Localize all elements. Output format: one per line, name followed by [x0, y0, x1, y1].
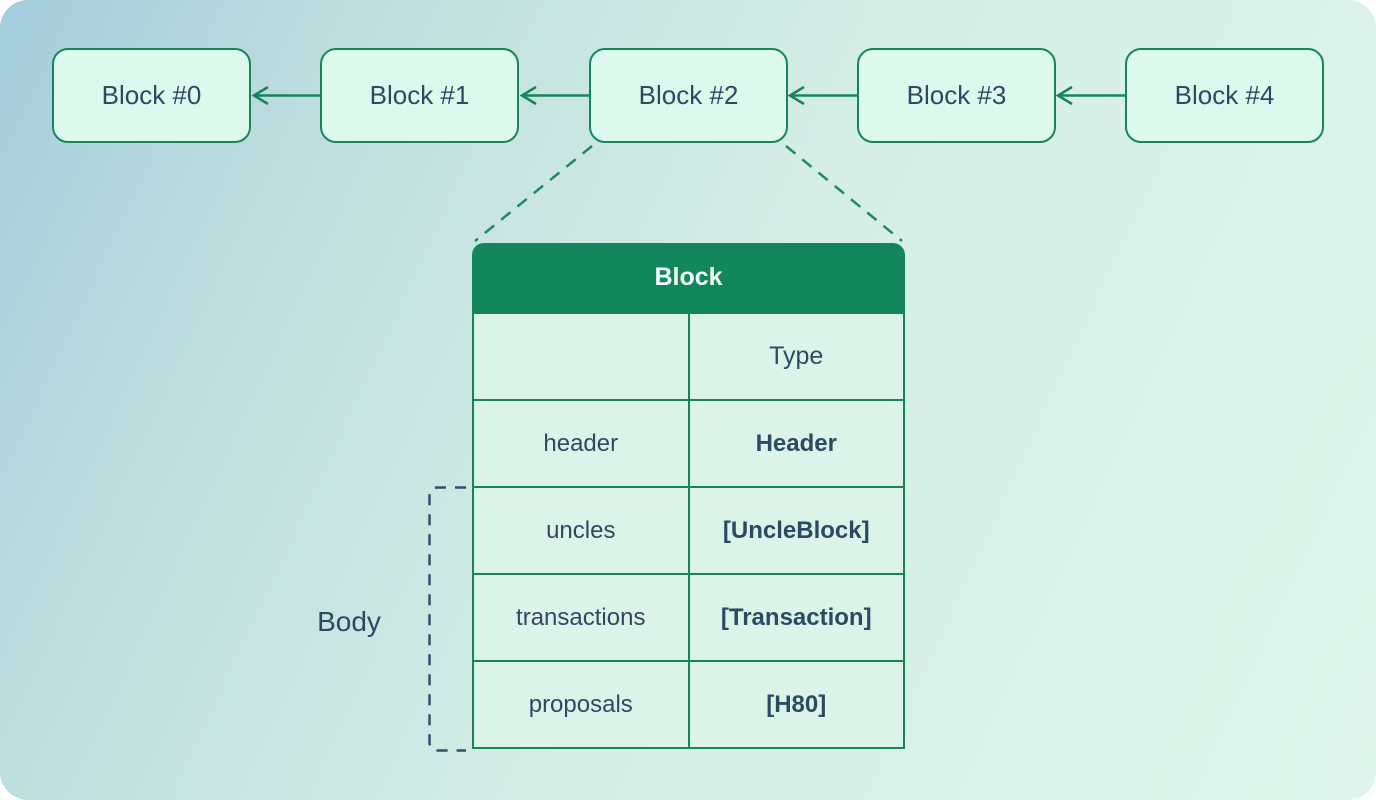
table-cell-field-0: header — [474, 401, 688, 486]
table-cell-field-1: uncles — [474, 488, 688, 573]
table-cell-field-header-empty — [474, 314, 688, 399]
block-node-0-label: Block #0 — [101, 80, 202, 110]
block-node-1: Block #1 — [320, 48, 519, 143]
table-cell-type-0: Header — [689, 401, 903, 486]
table-cell-field-2: transactions — [474, 575, 688, 660]
expand-dash-left — [474, 145, 593, 242]
table-cell-type-2: [Transaction] — [689, 575, 903, 660]
block-node-1-label: Block #1 — [369, 80, 470, 110]
block-node-4: Block #4 — [1125, 48, 1324, 143]
body-bracket — [428, 486, 466, 752]
block-node-2: Block #2 — [589, 48, 788, 143]
block-node-4-label: Block #4 — [1174, 80, 1275, 110]
chain-arrow-head-1 — [251, 85, 269, 106]
table-grid: Type header Header uncles [UncleBlock] t… — [472, 312, 905, 749]
chain-arrow-head-3 — [787, 85, 805, 106]
table-cell-field-3: proposals — [474, 662, 688, 747]
block-node-2-label: Block #2 — [638, 80, 739, 110]
chain-arrow-head-2 — [519, 85, 537, 106]
table-cell-type-3: [H80] — [689, 662, 903, 747]
table-cell-type-1: [UncleBlock] — [689, 488, 903, 573]
block-detail-table: Block Type header Header uncles [UncleBl… — [472, 243, 905, 749]
chain-arrow-head-4 — [1055, 85, 1073, 106]
table-col-header-type: Type — [689, 314, 903, 399]
block-node-3-label: Block #3 — [906, 80, 1007, 110]
block-node-3: Block #3 — [857, 48, 1056, 143]
expand-dash-right — [785, 145, 903, 242]
body-label: Body — [317, 606, 381, 637]
block-node-0: Block #0 — [52, 48, 251, 143]
table-title: Block — [472, 243, 905, 312]
